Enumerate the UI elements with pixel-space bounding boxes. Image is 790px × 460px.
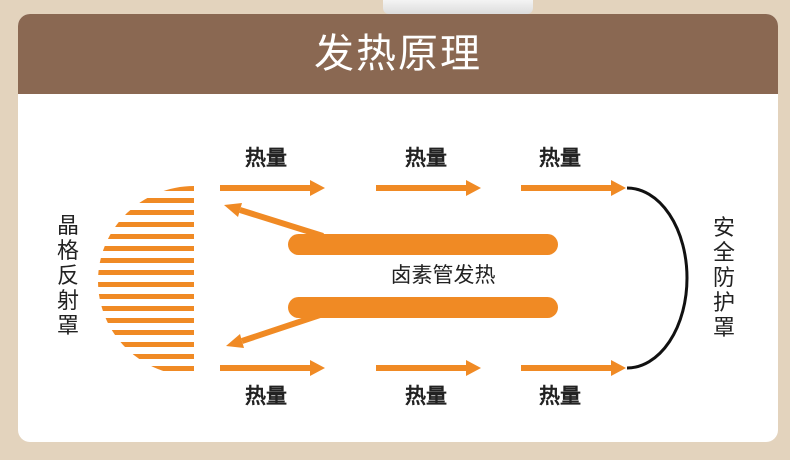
grille-stripe [98, 330, 194, 335]
heat-arrowhead-bottom-1 [310, 360, 325, 376]
grille-stripe [98, 234, 194, 239]
top-decoration [383, 0, 533, 14]
grille-stripe [98, 246, 194, 251]
heat-arrowhead-top-2 [466, 180, 481, 196]
grille-stripe [98, 270, 194, 275]
halogen-tube-label: 卤素管发热 [390, 263, 496, 287]
reflect-arrow-top [239, 207, 324, 239]
heat-arrowhead-bottom-2 [466, 360, 481, 376]
heating-diagram [98, 180, 689, 376]
grille-stripe [98, 282, 194, 287]
grille-stripe [98, 342, 194, 347]
grille-stripe [98, 318, 194, 323]
heat-label-top-1: 热量 [245, 146, 287, 170]
grille-stripe [98, 294, 194, 299]
reflect-arrow-bottom [241, 311, 324, 344]
grille-stripe [98, 210, 194, 215]
page-title: 发热原理 [314, 31, 482, 77]
safety-guard-arc [626, 186, 689, 370]
halogen-tube-top [288, 234, 558, 255]
reflector-label: 晶格反射罩 [56, 214, 79, 339]
grille-stripe [98, 366, 194, 371]
halogen-tube-bottom [288, 297, 558, 318]
diagram-card: 发热原理 [18, 14, 778, 442]
heat-label-bottom-2: 热量 [405, 384, 447, 408]
heat-label-bottom-1: 热量 [245, 384, 287, 408]
grille-stripe [98, 222, 194, 227]
heat-label-top-2: 热量 [405, 146, 447, 170]
heat-arrowhead-top-1 [310, 180, 325, 196]
reflector-grille [98, 186, 194, 371]
grille-stripe [98, 186, 194, 191]
reflect-arrowhead-top [224, 203, 242, 217]
title-banner: 发热原理 [18, 14, 778, 94]
grille-stripe [98, 198, 194, 203]
grille-stripe [98, 306, 194, 311]
heat-label-top-3: 热量 [539, 146, 581, 170]
grille-stripe [98, 258, 194, 263]
heat-arrowhead-bottom-3 [611, 360, 626, 376]
heat-arrowhead-top-3 [611, 180, 626, 196]
heat-label-bottom-3: 热量 [539, 384, 581, 408]
reflect-arrowhead-bottom [226, 334, 244, 348]
grille-stripe [98, 354, 194, 359]
safety-guard-label: 安全防护罩 [712, 216, 735, 341]
